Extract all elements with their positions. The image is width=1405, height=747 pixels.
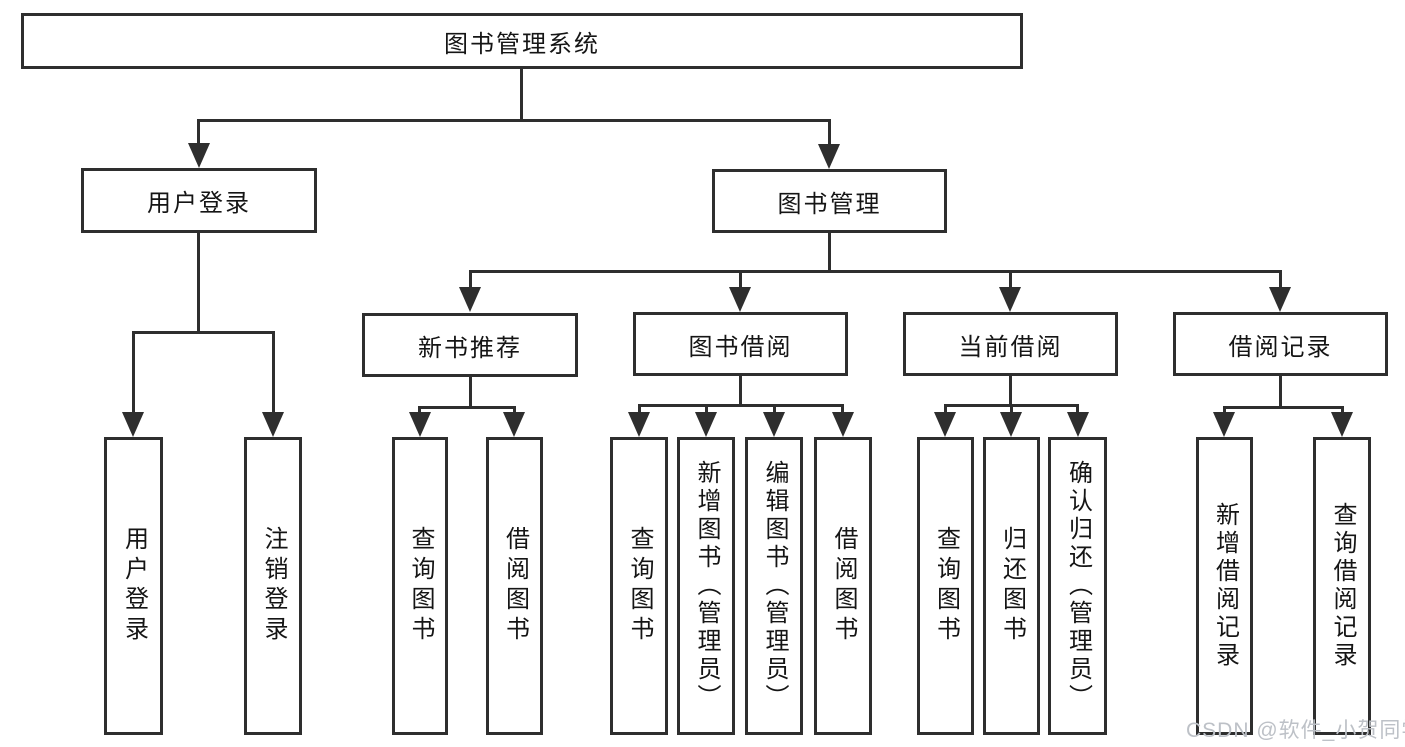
- connector-user-login-split: [132, 331, 275, 334]
- connector-drop: [638, 404, 641, 414]
- connector-book-borrow-stem: [739, 376, 742, 407]
- leaf-confirm-return-admin: 确认归还（管理员）: [1048, 437, 1107, 735]
- node-new-book-recommend: 新书推荐: [362, 313, 578, 377]
- arrow-to-user-login: [188, 143, 210, 168]
- node-library-management-system: 图书管理系统: [21, 13, 1023, 69]
- connector-drop: [1076, 404, 1079, 414]
- leaf-borrow-books-2: 借阅图书: [814, 437, 872, 735]
- arrow-to-book-borrow: [729, 287, 751, 312]
- connector-drop: [1341, 406, 1344, 416]
- connector-current-borrow-stem: [1009, 376, 1012, 407]
- arrow-to-leaf-query-books-3: [934, 412, 956, 437]
- arrow-to-leaf-add-books: [695, 412, 717, 437]
- arrow-to-leaf-borrow-books-2: [832, 412, 854, 437]
- connector-drop: [705, 404, 708, 414]
- arrow-to-book-management: [818, 144, 840, 169]
- arrow-to-leaf-logout: [262, 412, 284, 437]
- connector-drop-borrow-records: [1279, 270, 1282, 292]
- connector-borrow-records-stem: [1279, 376, 1282, 408]
- arrow-to-leaf-add-record: [1213, 412, 1235, 437]
- node-book-borrow: 图书借阅: [633, 312, 848, 376]
- connector-drop: [1010, 404, 1013, 414]
- leaf-query-books-2: 查询图书: [610, 437, 668, 735]
- connector-new-book-split: [418, 406, 516, 409]
- leaf-borrow-books-1: 借阅图书: [486, 437, 543, 735]
- connector-drop-leaf-logout: [272, 331, 275, 416]
- connector-drop: [841, 404, 844, 414]
- connector-root-split: [197, 119, 831, 122]
- arrow-to-leaf-return-books: [1000, 412, 1022, 437]
- arrow-to-leaf-query-books-2: [628, 412, 650, 437]
- leaf-user-login: 用户登录: [104, 437, 163, 735]
- node-borrow-records: 借阅记录: [1173, 312, 1388, 376]
- connector-book-mgmt-stem: [828, 233, 831, 273]
- leaf-add-borrow-record: 新增借阅记录: [1196, 437, 1253, 735]
- csdn-watermark: CSDN @软件_小贺同学: [1186, 719, 1405, 742]
- arrow-to-leaf-query-record: [1331, 412, 1353, 437]
- arrow-to-leaf-user-login: [122, 412, 144, 437]
- connector-drop-user-login: [197, 119, 200, 149]
- connector-borrow-records-split: [1223, 406, 1344, 409]
- connector-drop-leaf-user-login: [132, 331, 135, 416]
- leaf-edit-books-admin: 编辑图书（管理员）: [745, 437, 803, 735]
- connector-new-book-stem: [469, 377, 472, 409]
- leaf-logout: 注销登录: [244, 437, 302, 735]
- connector-drop-current-borrow: [1009, 270, 1012, 292]
- leaf-query-books-3: 查询图书: [917, 437, 974, 735]
- connector-drop-new-book: [469, 270, 472, 292]
- node-current-borrow: 当前借阅: [903, 312, 1118, 376]
- arrow-to-leaf-query-books-1: [409, 412, 431, 437]
- arrow-to-leaf-confirm-return: [1067, 412, 1089, 437]
- arrow-to-borrow-records: [1269, 287, 1291, 312]
- arrow-to-leaf-edit-books: [763, 412, 785, 437]
- leaf-add-books-admin: 新增图书（管理员）: [677, 437, 735, 735]
- connector-root-stem: [520, 69, 523, 122]
- arrow-to-leaf-borrow-books-1: [503, 412, 525, 437]
- connector-drop: [773, 404, 776, 414]
- arrow-to-new-book: [459, 287, 481, 312]
- connector-book-mgmt-split: [469, 270, 1282, 273]
- leaf-return-books: 归还图书: [983, 437, 1040, 735]
- node-user-login: 用户登录: [81, 168, 317, 233]
- arrow-to-current-borrow: [999, 287, 1021, 312]
- connector-book-borrow-split: [638, 404, 844, 407]
- connector-drop: [513, 406, 516, 416]
- leaf-query-borrow-record: 查询借阅记录: [1313, 437, 1371, 735]
- connector-user-login-stem: [197, 233, 200, 334]
- connector-drop-book-management: [828, 119, 831, 149]
- connector-drop-book-borrow: [739, 270, 742, 292]
- connector-drop: [1223, 406, 1226, 416]
- connector-drop: [418, 406, 421, 416]
- node-book-management: 图书管理: [712, 169, 947, 233]
- leaf-query-books-1: 查询图书: [392, 437, 448, 735]
- connector-drop: [944, 404, 947, 414]
